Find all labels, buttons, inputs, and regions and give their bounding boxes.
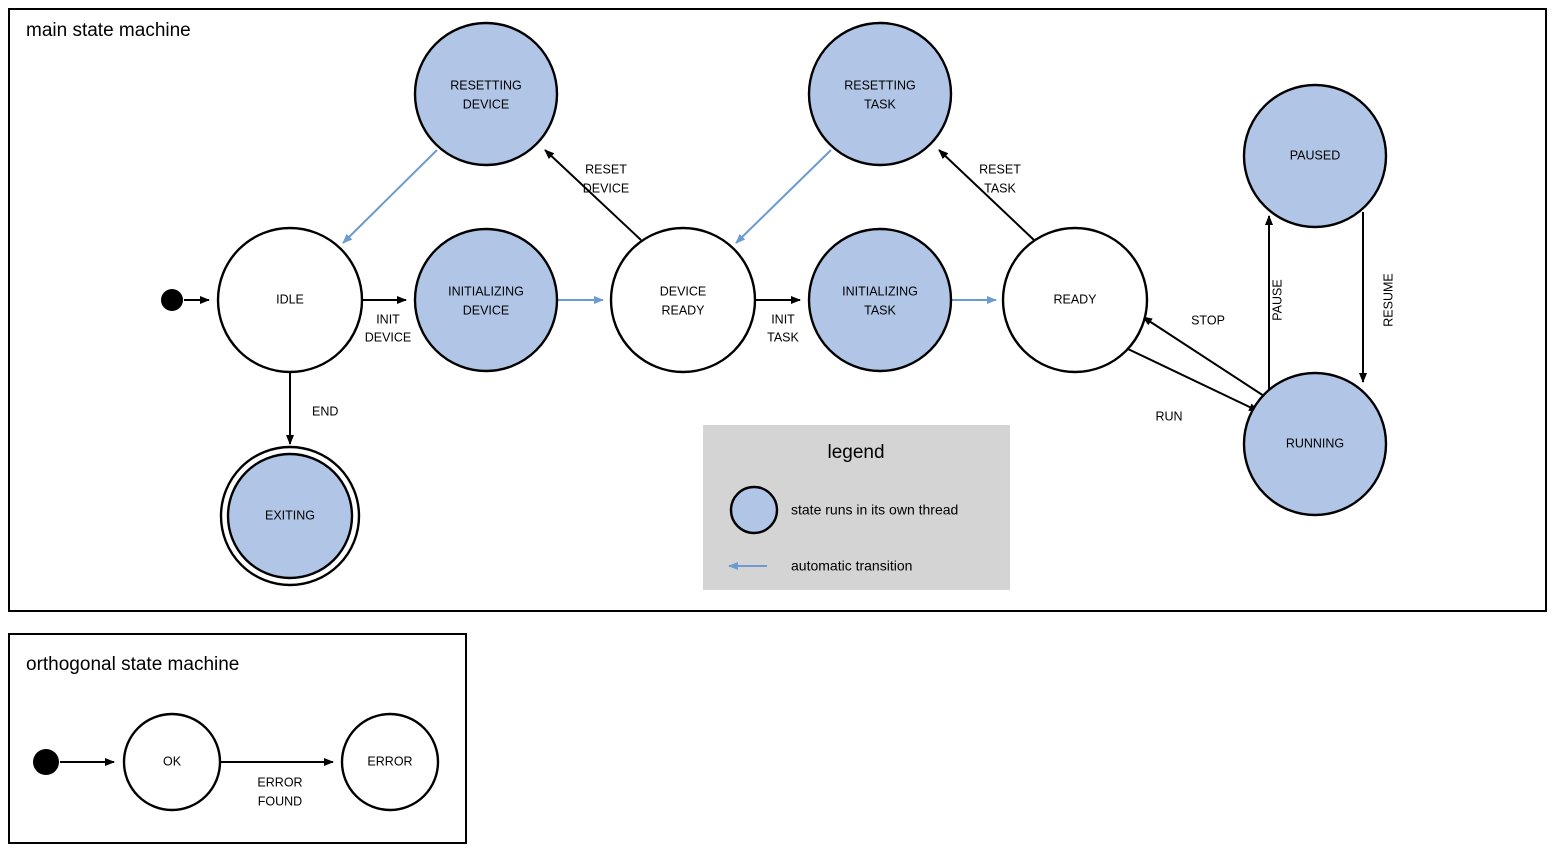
state-label-exiting: EXITING <box>265 508 315 522</box>
edge-label-init-device-line2: DEVICE <box>365 330 412 344</box>
edge-label-reset-task-line1: RESET <box>979 162 1021 176</box>
state-initializing-device[interactable] <box>413 227 559 373</box>
state-idle[interactable] <box>216 226 364 374</box>
state-label-initializing-device-line1: INITIALIZING <box>448 284 524 298</box>
state-running[interactable] <box>1242 371 1388 517</box>
state-label-ok: OK <box>163 754 182 768</box>
state-label-resetting-device-line2: DEVICE <box>463 97 510 111</box>
edge-label-end: END <box>312 404 338 418</box>
edge-label-reset-device-line2: DEVICE <box>583 181 630 195</box>
legend-item-0-text: state runs in its own thread <box>791 502 958 518</box>
edge-label-init-task-line1: INIT <box>771 312 795 326</box>
state-error[interactable] <box>340 712 440 812</box>
state-label-device-ready-line1: DEVICE <box>660 284 707 298</box>
transition-resetting-task-to-device-ready <box>735 149 832 244</box>
state-label-running: RUNNING <box>1286 436 1344 450</box>
transition-running-to-ready <box>1142 316 1265 397</box>
edge-label-pause: PAUSE <box>1270 279 1284 320</box>
orthogonal-frame-title: orthogonal state machine <box>26 654 239 675</box>
state-exiting-final-ring <box>219 445 361 587</box>
edge-label-reset-task-line2: TASK <box>984 181 1016 195</box>
state-label-paused: PAUSED <box>1290 148 1340 162</box>
state-label-initializing-task-line1: INITIALIZING <box>842 284 918 298</box>
edge-label-stop: STOP <box>1191 313 1225 327</box>
state-label-resetting-task-line1: RESETTING <box>844 78 916 92</box>
main-frame-title: main state machine <box>26 20 191 41</box>
state-label-initializing-task-line2: TASK <box>864 303 896 317</box>
edge-label-run: RUN <box>1155 409 1182 423</box>
transition-resetting-device-to-idle <box>342 149 438 244</box>
state-ok[interactable] <box>122 712 222 812</box>
state-label-device-ready-line2: READY <box>661 303 705 317</box>
transition-ready-to-resetting-task <box>938 149 1035 241</box>
edge-label-resume: RESUME <box>1381 273 1395 326</box>
state-label-initializing-device-line2: DEVICE <box>463 303 510 317</box>
state-ready[interactable] <box>1001 226 1149 374</box>
edge-label-reset-device-line1: RESET <box>585 162 627 176</box>
state-label-ready: READY <box>1053 292 1097 306</box>
legend-title: legend <box>827 442 884 463</box>
state-initializing-task[interactable] <box>807 227 953 373</box>
initial-state-dot-main <box>161 289 183 311</box>
legend-item-1-text: automatic transition <box>791 558 912 574</box>
state-resetting-device[interactable] <box>413 21 559 167</box>
state-resetting-task[interactable] <box>807 21 953 167</box>
edge-label-init-task-line2: TASK <box>767 330 799 344</box>
state-paused[interactable] <box>1242 83 1388 229</box>
edge-label-error-found-line1: ERROR <box>257 775 302 789</box>
state-label-resetting-task-line2: TASK <box>864 97 896 111</box>
transition-ready-to-running <box>1127 348 1259 412</box>
initial-state-dot-orthogonal <box>33 749 59 775</box>
state-device-ready[interactable] <box>609 226 757 374</box>
transition-device-ready-to-resetting-device <box>544 149 642 241</box>
state-exiting[interactable] <box>226 452 354 580</box>
state-label-resetting-device-line1: RESETTING <box>450 78 522 92</box>
edge-label-init-device-line1: INIT <box>376 312 400 326</box>
legend-threaded-state-icon <box>729 485 779 535</box>
edge-label-error-found-line2: FOUND <box>258 794 302 808</box>
state-label-idle: IDLE <box>276 292 304 306</box>
state-label-error: ERROR <box>367 754 412 768</box>
